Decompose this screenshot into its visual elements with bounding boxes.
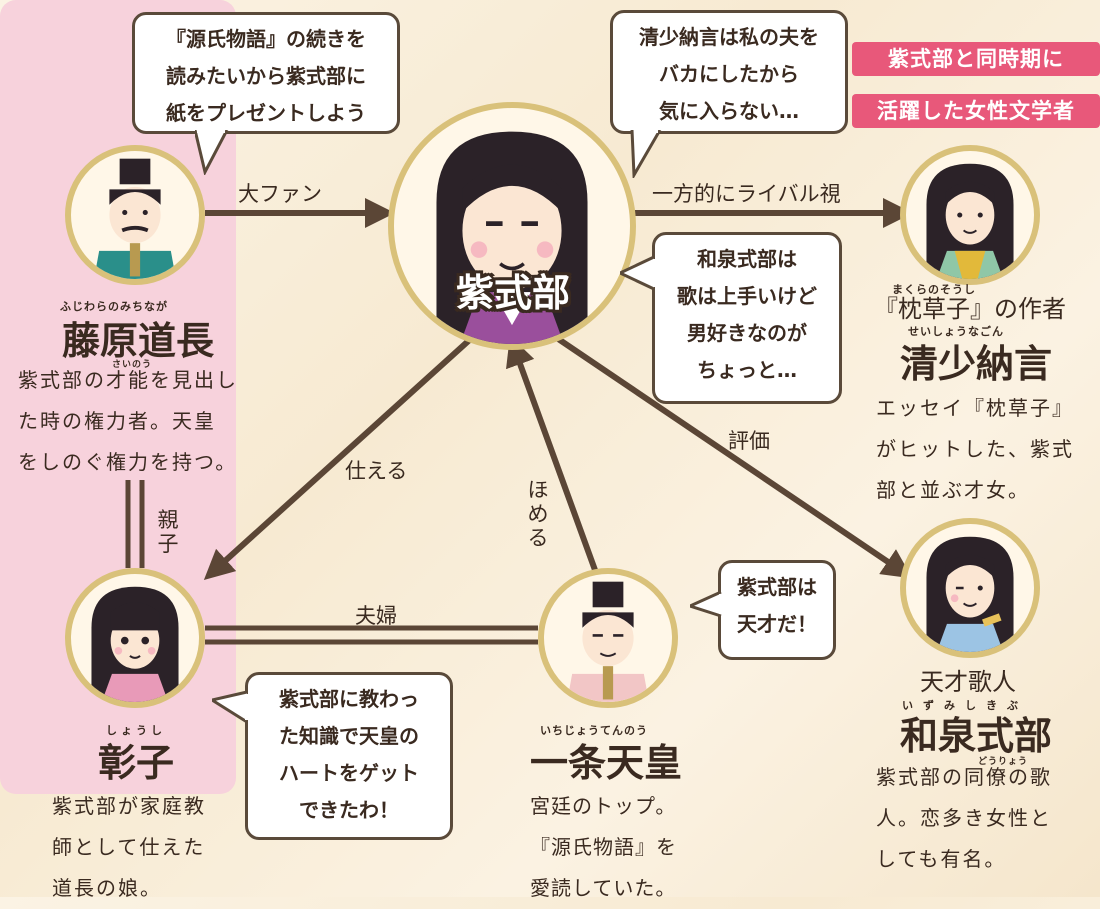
izumi-description: 紫式部の同僚の歌 人。恋多き女性と しても有名。	[876, 765, 1052, 871]
panel-title-line1: 紫式部と同時期に	[852, 42, 1100, 76]
ichijo-description: 宮廷のトップ。 『源氏物語』を 愛読していた。	[530, 794, 677, 900]
arrow-murasaki-to-shoshi	[203, 332, 478, 581]
ichijo-portrait	[538, 568, 678, 708]
shoshi-description: 紫式部が家庭教 師として仕えた 道長の娘。	[52, 794, 206, 900]
sei-portrait	[900, 145, 1040, 285]
label-parent-child: 親子	[157, 508, 179, 556]
michinaga-desc-ruby: さいのう	[112, 360, 153, 370]
sei-ruby: まくらのそうし	[892, 283, 976, 296]
label-evaluate: 評価	[728, 429, 770, 453]
murasaki-bubble-izumi-tail	[620, 255, 656, 291]
ichijo-name: 一条天皇	[530, 741, 683, 785]
label-couple: 夫婦	[355, 604, 397, 628]
ichijo-speech-bubble: 紫式部は 天才だ！	[718, 560, 836, 660]
sei-subtitle: 『枕草子』の作者	[874, 295, 1066, 323]
arrow-murasaki-to-izumi	[543, 327, 913, 579]
murasaki-portrait	[388, 102, 636, 350]
ichijo-bubble-tail	[690, 590, 722, 618]
shoshi-speech-bubble: 紫式部に教わっ た知識で天皇の ハートをゲット できたわ！	[245, 672, 453, 840]
shoshi-bubble-tail	[212, 690, 248, 724]
michinaga-description: 紫式部の才能を見出し た時の権力者。天皇 をしのぐ権力を持つ。	[18, 368, 238, 474]
izumi-portrait	[900, 518, 1040, 658]
michinaga-ruby: ふじわらのみちなが	[60, 300, 168, 313]
murasaki-bubble-sei-tail	[630, 130, 662, 178]
michinaga-name: 藤原道長	[62, 319, 215, 363]
murasaki-bubble-sei: 清少納言は私の夫を バカにしたから 気に入らない…	[610, 10, 848, 134]
michinaga-speech-bubble: 『源氏物語』の続きを 読みたいから紫式部に 紙をプレゼントしよう	[132, 12, 400, 134]
murasaki-bubble-izumi: 和泉式部は 歌は上手いけど 男好きなのが ちょっと…	[652, 232, 842, 404]
izumi-desc-ruby: どうりょう	[978, 757, 1029, 767]
shoshi-portrait	[65, 568, 205, 708]
murasaki-name: 紫式部	[455, 271, 570, 315]
label-praise: ほめる	[527, 478, 549, 550]
izumi-subtitle: 天才歌人	[920, 668, 1016, 696]
ichijo-ruby: いちじょうてんのう	[540, 724, 648, 737]
panel-title-line2: 活躍した女性文学者	[852, 94, 1100, 128]
label-rival: 一方的にライバル視	[652, 182, 841, 206]
arrow-ichijo-to-murasaki	[506, 335, 598, 572]
michinaga-bubble-tail	[195, 130, 229, 175]
label-serve: 仕える	[345, 459, 408, 483]
michinaga-portrait	[65, 145, 205, 285]
sei-name: 清少納言	[900, 342, 1053, 386]
label-fan: 大ファン	[238, 182, 322, 206]
sei-name-ruby: せいしょうなごん	[908, 325, 1004, 338]
shoshi-ruby: しょうし	[106, 724, 166, 737]
shoshi-name: 彰子	[98, 741, 175, 785]
izumi-name-ruby: いずみしきぶ	[902, 699, 1028, 712]
izumi-name: 和泉式部	[900, 714, 1053, 758]
sei-description: エッセイ『枕草子』 がヒットした、紫式 部と並ぶ才女。	[876, 396, 1074, 502]
